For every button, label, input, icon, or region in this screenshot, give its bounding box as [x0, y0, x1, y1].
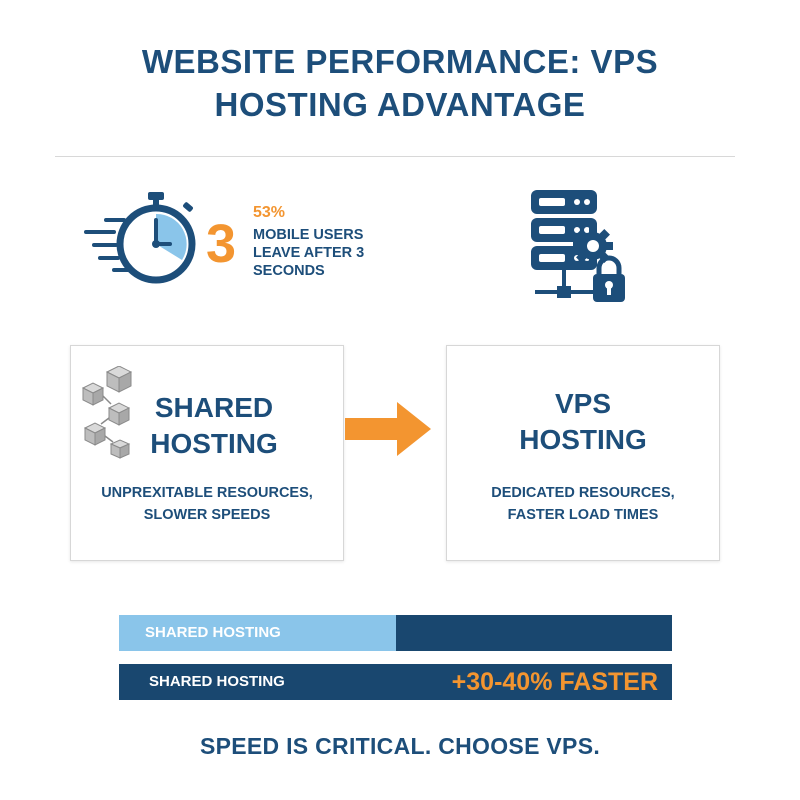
tagline: SPEED IS CRITICAL. CHOOSE VPS.	[199, 733, 601, 759]
server-lock-icon	[531, 190, 625, 302]
shared-card-title-line-2: HOSTING	[150, 428, 278, 459]
comparison-bar-label: SHARED HOSTING	[145, 624, 281, 641]
vps-card-title-line-1: VPS	[554, 388, 612, 419]
title-line-1: WEBSITE PERFORMANCE: VPS	[141, 43, 659, 80]
shared-card-subtitle: UNPREXITABLE RESOURCES, SLOWER SPEEDS	[71, 482, 343, 526]
vps-card-title-line-2: HOSTING	[519, 424, 647, 455]
comparison-bar-label: SHARED HOSTING	[149, 673, 285, 690]
shared-card-title: SHARED HOSTING	[149, 390, 279, 462]
stat-big-number: 3	[206, 214, 237, 274]
vps-card-title: VPS HOSTING	[447, 386, 719, 458]
stopwatch-icon	[84, 192, 196, 284]
shared-card-subtitle-line-2: SLOWER SPEEDS	[143, 507, 271, 523]
stat-description: MOBILE USERS LEAVE AFTER 3 SECONDS	[253, 227, 365, 279]
shared-card-subtitle-line-1: UNPREXITABLE RESOURCES,	[101, 485, 313, 501]
title-line-2: HOSTING ADVANTAGE	[214, 86, 586, 123]
cubes-icon	[81, 366, 133, 459]
vps-card-subtitle-line-2: FASTER LOAD TIMES	[507, 507, 659, 523]
vps-card-subtitle-line-1: DEDICATED RESOURCES,	[491, 485, 675, 501]
comparison-bar-shared: SHARED HOSTING	[119, 615, 672, 651]
shared-hosting-card: SHARED HOSTING UNPREXITABLE RESOURCES, S…	[70, 345, 344, 561]
vps-card-subtitle: DEDICATED RESOURCES, FASTER LOAD TIMES	[447, 482, 719, 526]
arrow-right-icon	[345, 402, 431, 456]
faster-badge: +30-40% FASTER	[451, 668, 658, 696]
vps-hosting-card: VPS HOSTING DEDICATED RESOURCES, FASTER …	[446, 345, 720, 561]
shared-card-title-line-1: SHARED	[154, 392, 274, 423]
stat-percent: 53%	[253, 204, 286, 221]
comparison-bar-fill	[119, 615, 396, 651]
comparison-bar-vps: SHARED HOSTING +30-40% FASTER	[119, 664, 672, 700]
divider	[55, 156, 735, 157]
page-title: WEBSITE PERFORMANCE: VPS HOSTING ADVANTA…	[0, 40, 800, 126]
